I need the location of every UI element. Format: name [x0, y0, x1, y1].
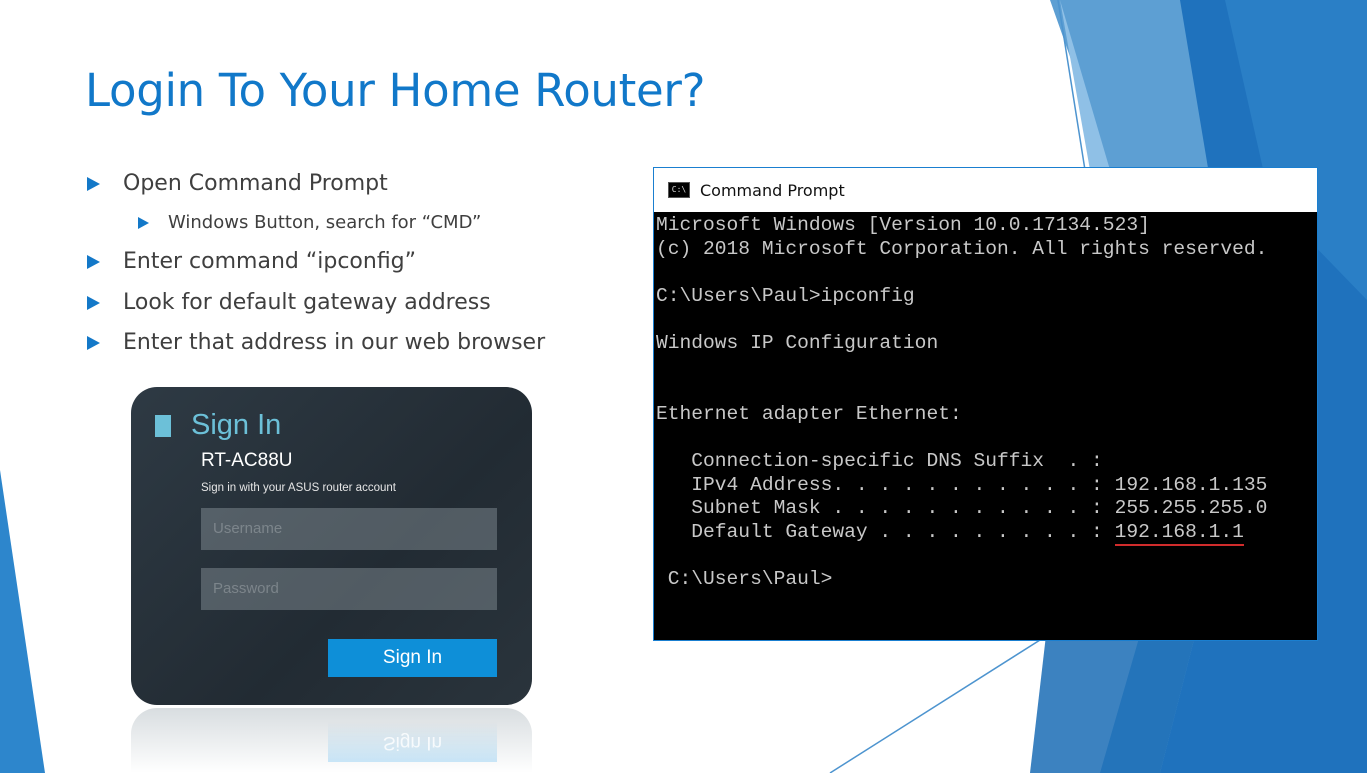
bullet-text: Windows Button, search for “CMD” [168, 212, 482, 233]
window-title: Command Prompt [700, 180, 845, 200]
gateway-label: Default Gateway . . . . . . . . . : [656, 520, 1115, 543]
username-input[interactable]: Username [201, 508, 497, 550]
signin-button[interactable]: Sign In [328, 639, 497, 677]
bullet-text: Look for default gateway address [123, 290, 491, 315]
bullet-text: Enter command “ipconfig” [123, 249, 417, 274]
command-prompt-window: C:\ Command Prompt Microsoft Windows [Ve… [653, 167, 1318, 641]
slide-title: Login To Your Home Router? [85, 64, 706, 117]
router-model: RT-AC88U [201, 450, 293, 471]
console-prompt: C:\Users\Paul> [667, 567, 833, 590]
cmd-icon: C:\ [668, 182, 690, 198]
console-lines: Microsoft Windows [Version 10.0.17134.52… [656, 214, 1268, 520]
default-gateway-value: 192.168.1.1 [1114, 520, 1244, 546]
bullet-triangle-icon [87, 335, 100, 350]
bullet-triangle-icon [87, 254, 100, 269]
bullet-triangle-icon [87, 295, 100, 310]
reflected-signin-button: Sign In [328, 722, 497, 762]
login-reflection: Sign In [131, 708, 532, 773]
bullet-triangle-icon [138, 216, 149, 229]
bullet-item: Enter that address in our web browser [87, 330, 545, 355]
bullet-item: Enter command “ipconfig” [87, 249, 416, 274]
door-login-icon [155, 414, 171, 437]
signin-subtitle: Sign in with your ASUS router account [201, 482, 396, 494]
signin-heading: Sign In [191, 409, 282, 441]
console-output: Microsoft Windows [Version 10.0.17134.52… [654, 212, 1317, 592]
bullet-item: Open Command Prompt [87, 171, 388, 196]
bullet-text: Enter that address in our web browser [123, 330, 546, 355]
password-input[interactable]: Password [201, 568, 497, 610]
bullet-triangle-icon [87, 176, 100, 191]
bullet-item: Look for default gateway address [87, 290, 491, 315]
sub-bullet-item: Windows Button, search for “CMD” [138, 212, 481, 233]
window-title-bar: C:\ Command Prompt [654, 168, 1317, 212]
router-login-screenshot: Sign In RT-AC88U Sign in with your ASUS … [131, 387, 532, 705]
signin-header: Sign In [155, 409, 281, 442]
bullet-text: Open Command Prompt [123, 171, 388, 196]
